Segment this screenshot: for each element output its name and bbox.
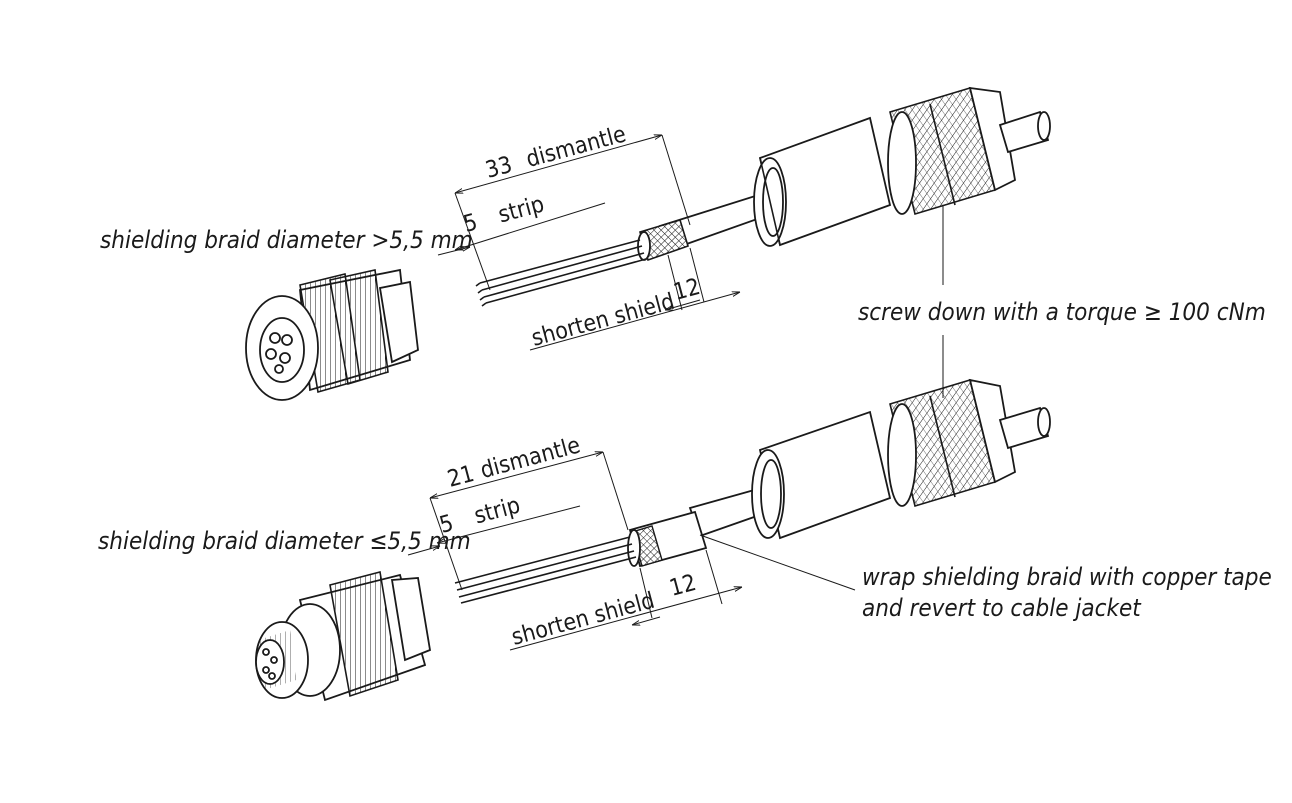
- top-wires: [475, 239, 647, 307]
- bottom-strip-label: strip: [472, 492, 523, 529]
- wrap-label-line2: and revert to cable jacket: [862, 594, 1142, 622]
- top-assembly: [245, 86, 1051, 401]
- top-dismantle-value: 33: [483, 152, 515, 184]
- bottom-wires: [454, 536, 637, 604]
- bottom-strip-value: 5: [437, 510, 456, 539]
- top-shield-label: shorten shield: [529, 289, 678, 352]
- braid-small-label: shielding braid diameter ≤5,5 mm: [98, 527, 471, 555]
- leader-lines: [699, 205, 944, 591]
- bottom-shield-value: 12: [667, 570, 699, 602]
- top-strip-label: strip: [496, 191, 547, 228]
- top-dimensions: [437, 135, 740, 351]
- bottom-dimensions: [407, 452, 742, 651]
- top-shield-braid: [637, 219, 689, 262]
- braid-large-label: shielding braid diameter >5,5 mm: [100, 226, 473, 254]
- bottom-male-connector: [255, 571, 432, 702]
- top-strip-value: 5: [461, 209, 480, 238]
- top-cable-gland: [753, 86, 1051, 247]
- bottom-assembly: [255, 378, 1051, 702]
- wrap-label-line1: wrap shielding braid with copper tape: [862, 563, 1272, 591]
- top-female-connector: [245, 268, 419, 401]
- top-dismantle-label: dismantle: [523, 121, 628, 173]
- torque-label: screw down with a torque ≥ 100 cNm: [858, 298, 1266, 326]
- bottom-dismantle-value: 21: [445, 461, 477, 493]
- bottom-dismantle-label: dismantle: [478, 432, 583, 484]
- bottom-shield-label: shorten shield: [509, 588, 658, 651]
- bottom-cable-gland: [751, 378, 1051, 540]
- bottom-copper-tape: [627, 510, 708, 568]
